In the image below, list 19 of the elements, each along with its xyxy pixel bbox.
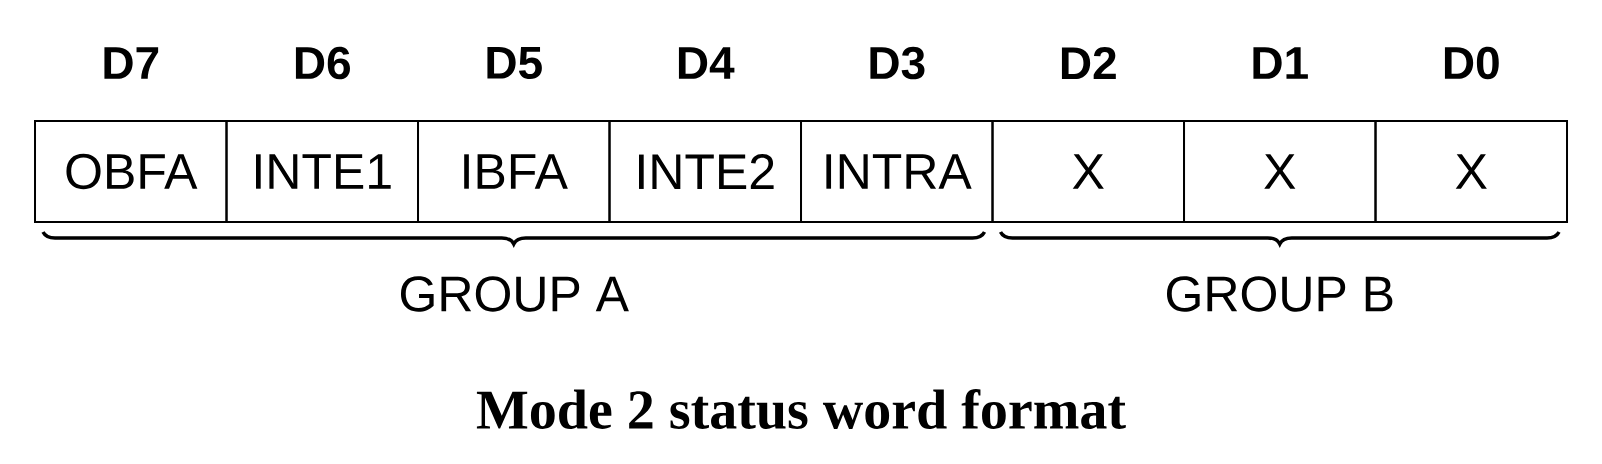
bit-label: D1	[1253, 47, 1308, 79]
register-cell: OBFA	[34, 120, 228, 223]
group-label: GROUP B	[1167, 276, 1393, 312]
bit-label: D4	[678, 47, 735, 79]
register-cell: INTE2	[608, 120, 802, 223]
register-cell: INTRA	[800, 120, 994, 223]
bit-label: D5	[487, 46, 542, 80]
register-cell: INTE1	[225, 120, 419, 223]
register-cell: X	[1183, 120, 1377, 223]
bit-label: D3	[870, 46, 925, 80]
register-cell: X	[1374, 120, 1568, 223]
caption: Mode 2 status word format	[476, 388, 1126, 430]
register-cell: X	[991, 120, 1185, 223]
group-label: GROUP A	[400, 276, 629, 312]
bit-label: D6	[295, 46, 350, 80]
bit-label: D7	[104, 47, 159, 79]
register-cell: IBFA	[417, 120, 611, 223]
bit-label: D2	[1061, 46, 1116, 80]
bit-label: D0	[1444, 46, 1499, 80]
